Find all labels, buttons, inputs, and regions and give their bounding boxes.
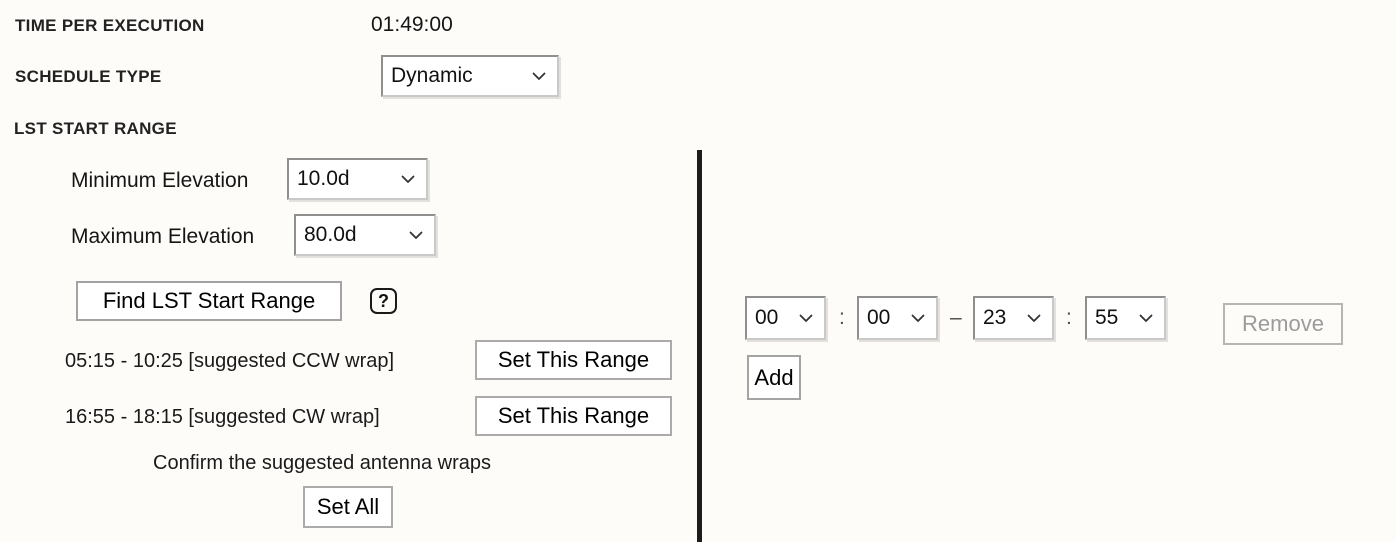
minimum-elevation-select[interactable]: 10.0d (287, 158, 428, 200)
chevron-down-icon (1027, 314, 1041, 323)
schedule-type-label: SCHEDULE TYPE (15, 67, 162, 86)
dash-separator: – (950, 306, 962, 329)
lst-start-range-title: LST START RANGE (14, 119, 177, 138)
minimum-elevation-value: 10.0d (297, 167, 350, 190)
start-hour-select[interactable]: 00 (745, 296, 826, 340)
chevron-down-icon (401, 175, 415, 184)
chevron-down-icon (532, 72, 546, 81)
end-minute-select[interactable]: 55 (1085, 296, 1166, 340)
suggested-range-text: 16:55 - 18:15 [suggested CW wrap] (65, 406, 380, 428)
end-hour-select[interactable]: 23 (973, 296, 1054, 340)
chevron-down-icon (911, 314, 925, 323)
maximum-elevation-value: 80.0d (304, 223, 357, 246)
find-lst-start-range-button[interactable]: Find LST Start Range (76, 281, 342, 321)
minimum-elevation-label: Minimum Elevation (71, 169, 249, 192)
vertical-divider (697, 150, 702, 542)
add-button[interactable]: Add (747, 355, 801, 400)
schedule-type-select[interactable]: Dynamic (381, 55, 559, 97)
suggested-range-text: 05:15 - 10:25 [suggested CCW wrap] (65, 350, 395, 372)
colon-separator: : (1066, 306, 1072, 329)
set-this-range-button[interactable]: Set This Range (475, 340, 672, 380)
confirm-wraps-text: Confirm the suggested antenna wraps (153, 452, 491, 474)
chevron-down-icon (1139, 314, 1153, 323)
time-per-execution-label: TIME PER EXECUTION (15, 16, 205, 35)
start-hour-value: 00 (755, 306, 779, 329)
start-minute-select[interactable]: 00 (857, 296, 938, 340)
maximum-elevation-select[interactable]: 80.0d (294, 214, 436, 256)
start-minute-value: 00 (867, 306, 891, 329)
end-hour-value: 23 (983, 306, 1007, 329)
end-minute-value: 55 (1095, 306, 1119, 329)
schedule-type-value: Dynamic (391, 64, 473, 87)
help-icon[interactable]: ? (370, 288, 397, 314)
chevron-down-icon (799, 314, 813, 323)
maximum-elevation-label: Maximum Elevation (71, 225, 255, 248)
set-this-range-button[interactable]: Set This Range (475, 396, 672, 436)
colon-separator: : (839, 306, 845, 329)
remove-button[interactable]: Remove (1223, 303, 1343, 345)
set-all-button[interactable]: Set All (303, 486, 393, 528)
chevron-down-icon (409, 231, 423, 240)
time-per-execution-value: 01:49:00 (371, 13, 453, 36)
